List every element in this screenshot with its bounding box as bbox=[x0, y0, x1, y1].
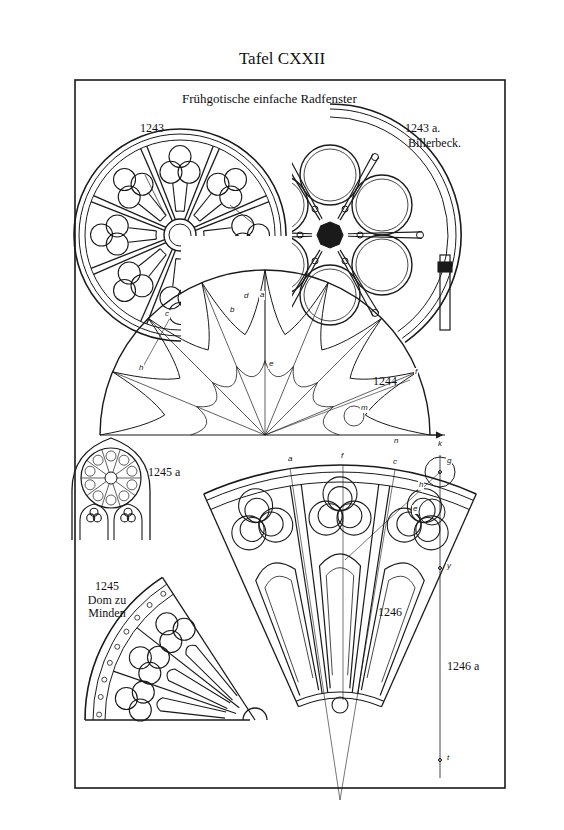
construction-letter: c bbox=[164, 310, 170, 319]
construction-letter: c bbox=[392, 458, 398, 467]
figure-number: 1245 bbox=[95, 580, 119, 593]
lancet-window-1245a bbox=[72, 438, 150, 540]
rose-construction-1244 bbox=[100, 270, 445, 438]
figure-number: 1245 a bbox=[148, 466, 180, 479]
figure-number: 1244 bbox=[373, 375, 397, 388]
place-name: Billerbeck. bbox=[408, 137, 461, 150]
rose-window-billerbeck bbox=[237, 104, 462, 342]
construction-letter: e bbox=[268, 360, 274, 369]
plate-title: Tafel CXXII bbox=[0, 50, 564, 69]
construction-letter: y bbox=[446, 562, 452, 571]
figure-number: 1243 a. bbox=[405, 122, 440, 135]
construction-letter: d bbox=[243, 292, 249, 301]
rose-segment-construction-1246 bbox=[204, 465, 477, 800]
construction-letter: h bbox=[418, 481, 424, 490]
construction-letter: a bbox=[259, 291, 265, 300]
construction-letter: h bbox=[138, 364, 144, 373]
rose-window-1243 bbox=[74, 129, 286, 341]
construction-letter: g bbox=[446, 457, 452, 466]
construction-letter: k bbox=[437, 440, 443, 449]
construction-letter: a bbox=[287, 455, 293, 464]
construction-letter: m bbox=[360, 404, 369, 413]
figure-number: 1246 a bbox=[447, 660, 479, 673]
construction-letter: f bbox=[340, 452, 344, 461]
plate-heading: Frühgotische einfache Radfenster bbox=[182, 92, 357, 106]
construction-1246a bbox=[345, 455, 455, 778]
construction-letter: t bbox=[446, 754, 450, 763]
construction-letter: e bbox=[412, 505, 418, 514]
figure-number: 1246 bbox=[378, 606, 402, 619]
plate-frame bbox=[75, 80, 505, 788]
construction-letter: f bbox=[414, 368, 418, 377]
construction-letter: b bbox=[229, 306, 235, 315]
figure-number: 1243 bbox=[140, 122, 164, 135]
construction-letter: n bbox=[393, 437, 399, 446]
place-name: Dom zu Minden bbox=[80, 594, 134, 620]
